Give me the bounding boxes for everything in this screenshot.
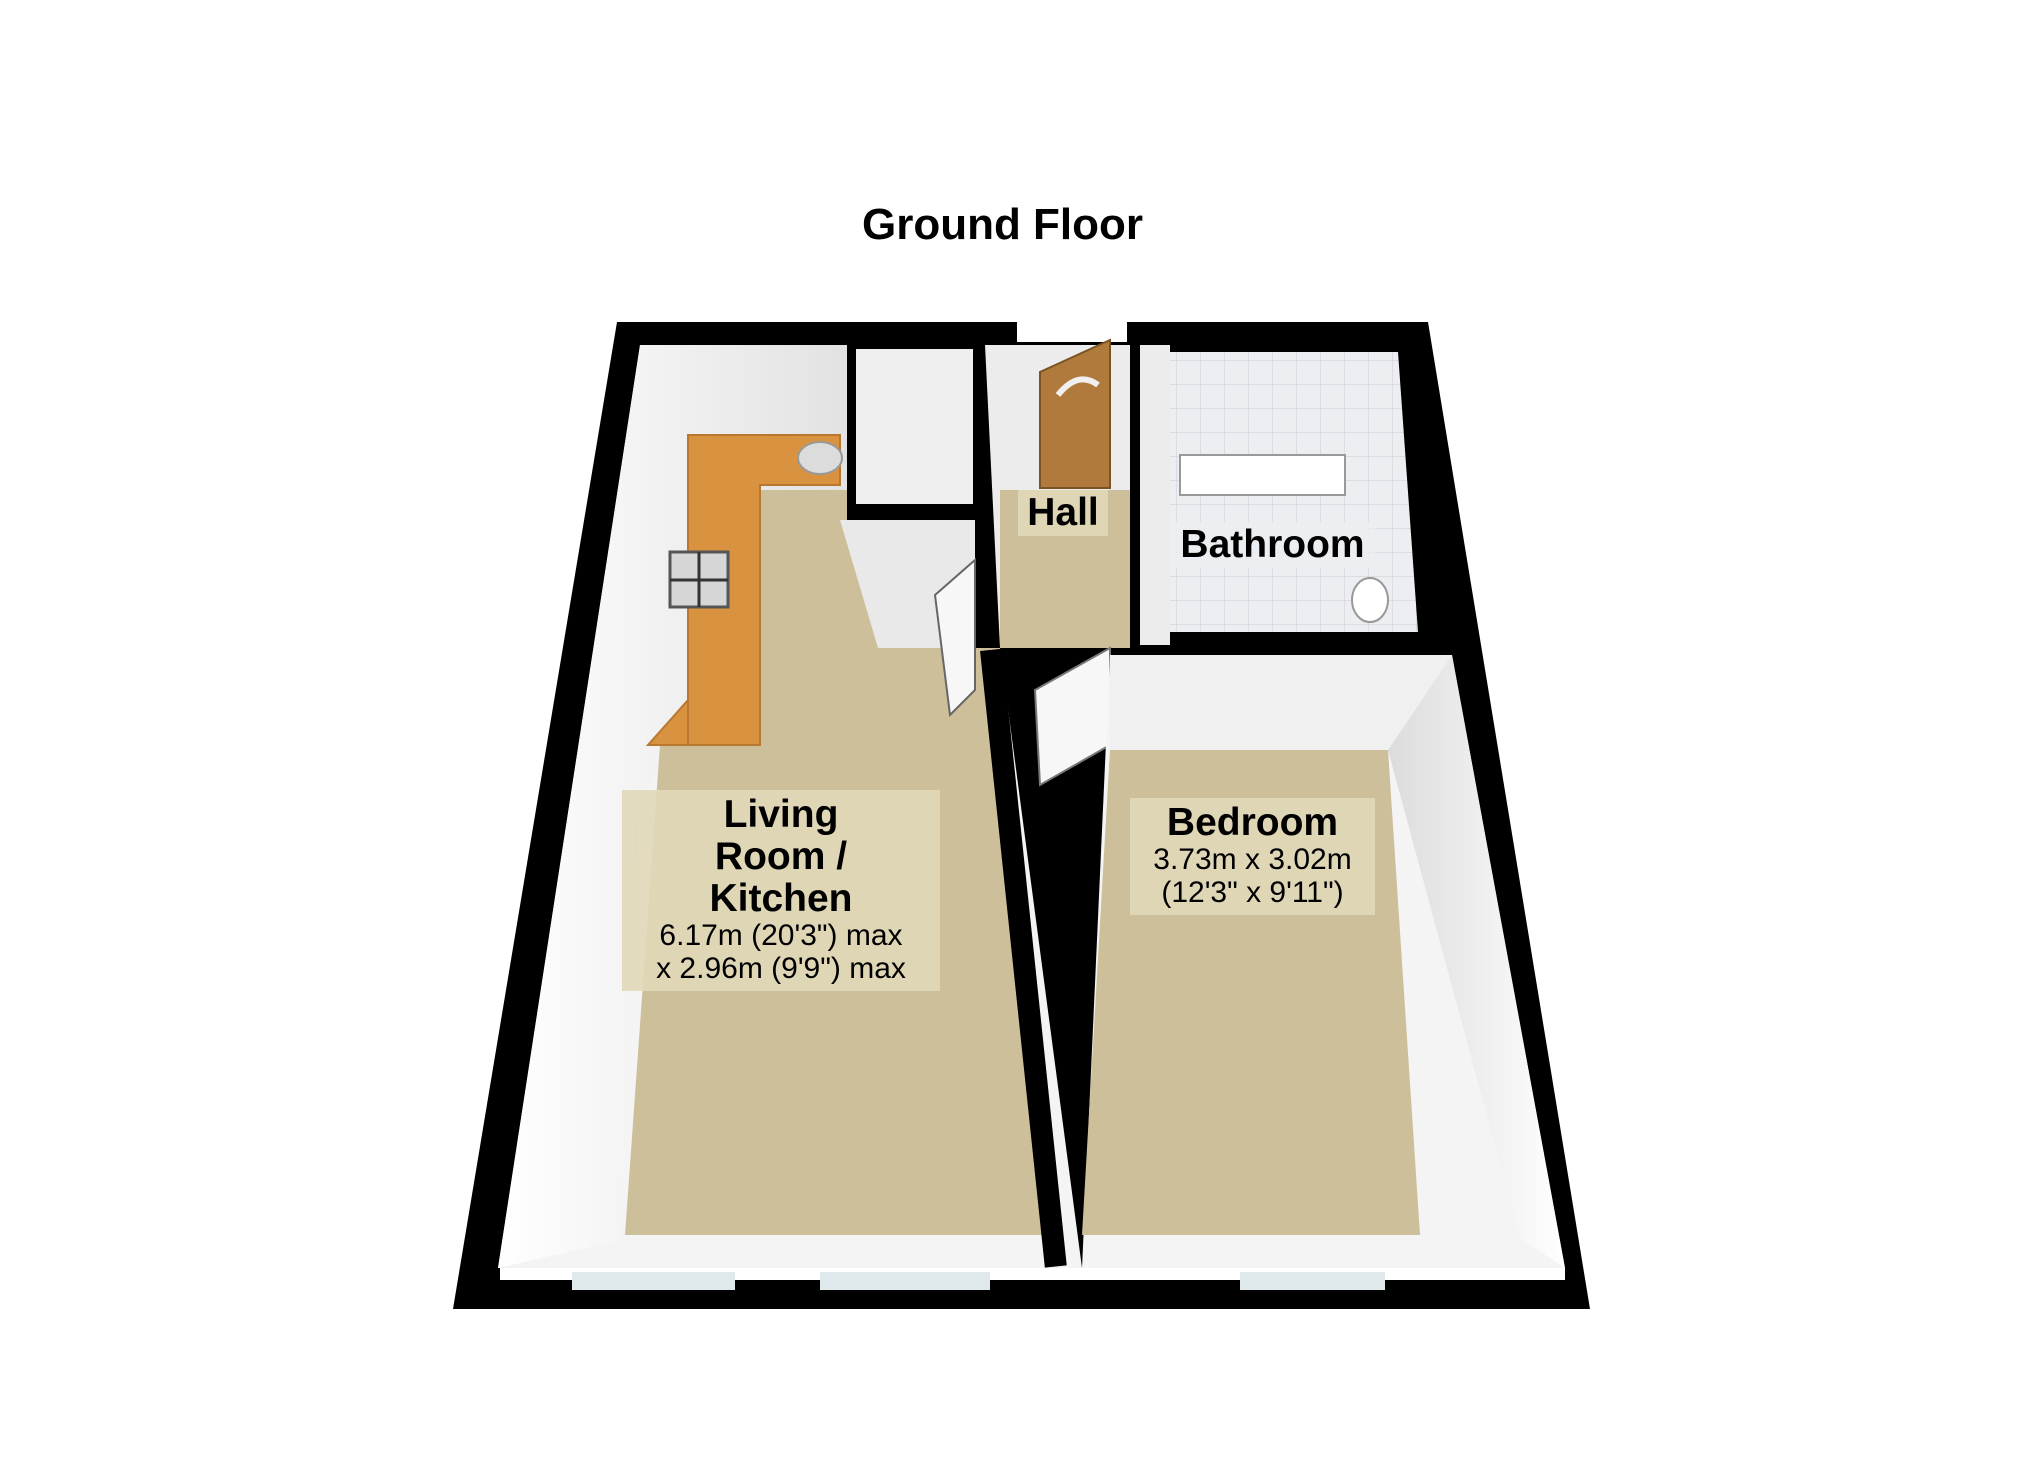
bedroom-label: Bedroom 3.73m x 3.02m (12'3" x 9'11") bbox=[1130, 798, 1375, 915]
bedroom-name: Bedroom bbox=[1166, 801, 1339, 844]
bathroom-side-wall bbox=[1140, 345, 1170, 645]
living-room-dim-1: 6.17m (20'3") max bbox=[659, 919, 903, 953]
hob-grid bbox=[670, 552, 728, 607]
partition-wall bbox=[980, 648, 1067, 1268]
kitchen-worktop-top bbox=[687, 434, 841, 746]
bath-icon bbox=[1179, 454, 1346, 496]
floor-title-text: Ground Floor bbox=[861, 200, 1144, 249]
bedroom-dim-1: 3.73m x 3.02m bbox=[1153, 843, 1352, 877]
sink-icon bbox=[797, 441, 843, 475]
window-right bbox=[1240, 1272, 1385, 1290]
hall-name: Hall bbox=[1027, 491, 1099, 534]
hall-label: Hall bbox=[1018, 490, 1108, 537]
bedroom-back-wall bbox=[1110, 655, 1452, 750]
bedroom-right-wall bbox=[1388, 655, 1565, 1268]
bedroom-dim-2: (12'3" x 9'11") bbox=[1161, 875, 1344, 909]
window-middle bbox=[820, 1272, 990, 1290]
bathroom-area bbox=[1140, 345, 1430, 645]
living-room-left-wall bbox=[498, 345, 847, 1268]
floor-title: Ground Floor bbox=[0, 200, 2025, 250]
front-door bbox=[1039, 338, 1111, 489]
living-room-name-3: Kitchen bbox=[709, 877, 853, 921]
toilet-icon bbox=[1351, 577, 1389, 623]
cupboard-door bbox=[933, 557, 976, 718]
living-room-name-2: Room / bbox=[714, 835, 848, 879]
living-room-dim-2: x 2.96m (9'9") max bbox=[656, 951, 906, 985]
living-room-name-1: Living bbox=[723, 793, 839, 836]
front-windows bbox=[500, 1268, 1565, 1290]
window-left bbox=[572, 1272, 735, 1290]
bathroom-label: Bathroom bbox=[1170, 522, 1375, 569]
storage-cupboard bbox=[848, 341, 981, 512]
bathroom-name: Bathroom bbox=[1180, 523, 1365, 566]
living-room-label: Living Room / Kitchen 6.17m (20'3") max … bbox=[622, 790, 940, 992]
door-fanlight bbox=[1055, 376, 1100, 397]
